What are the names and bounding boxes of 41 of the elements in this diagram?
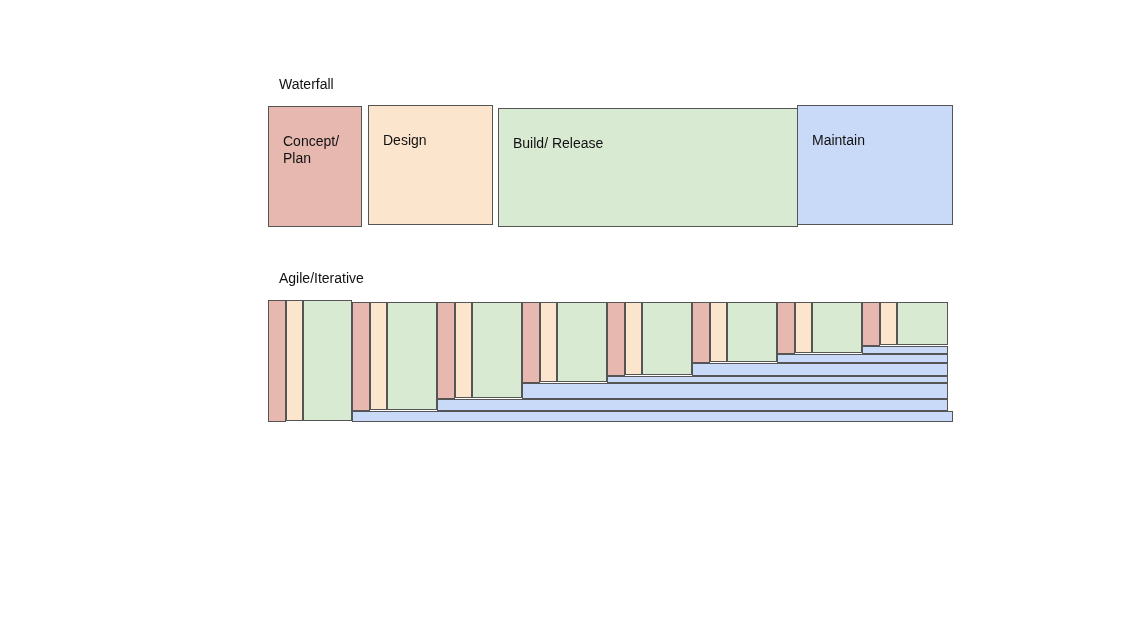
phase-block [557, 302, 607, 382]
phase-block [897, 302, 948, 345]
phase-label: Concept/ Plan [283, 133, 341, 167]
phase-block [625, 302, 642, 375]
phase-block [387, 302, 437, 410]
phase-label: Design [383, 132, 428, 149]
section-heading: Waterfall [279, 76, 334, 92]
phase-block [472, 302, 522, 398]
phase-block [795, 302, 812, 353]
phase-block [455, 302, 472, 398]
phase-box [368, 105, 493, 225]
maintenance-bar [437, 399, 948, 411]
maintenance-bar [352, 411, 953, 422]
phase-block [777, 302, 795, 354]
phase-box [797, 105, 953, 225]
maintenance-bar [862, 346, 948, 354]
phase-block [710, 302, 727, 362]
phase-label: Maintain [812, 132, 866, 149]
section-heading: Agile/Iterative [279, 270, 364, 286]
maintenance-bar [777, 354, 948, 363]
maintenance-bar [607, 376, 948, 383]
phase-box [498, 108, 798, 227]
phase-block [268, 300, 286, 422]
phase-block [642, 302, 692, 375]
phase-label: Build/ Release [513, 135, 605, 152]
phase-block [286, 300, 303, 421]
phase-box [268, 106, 362, 227]
phase-block [352, 302, 370, 411]
phase-block [862, 302, 880, 346]
phase-block [540, 302, 557, 382]
phase-block [727, 302, 777, 362]
phase-block [812, 302, 862, 353]
phase-block [692, 302, 710, 363]
phase-block [880, 302, 897, 345]
phase-block [607, 302, 625, 376]
phase-block [522, 302, 540, 383]
phase-block [303, 300, 352, 421]
phase-block [370, 302, 387, 410]
phase-block [437, 302, 455, 399]
maintenance-bar [692, 363, 948, 376]
maintenance-bar [522, 383, 948, 399]
